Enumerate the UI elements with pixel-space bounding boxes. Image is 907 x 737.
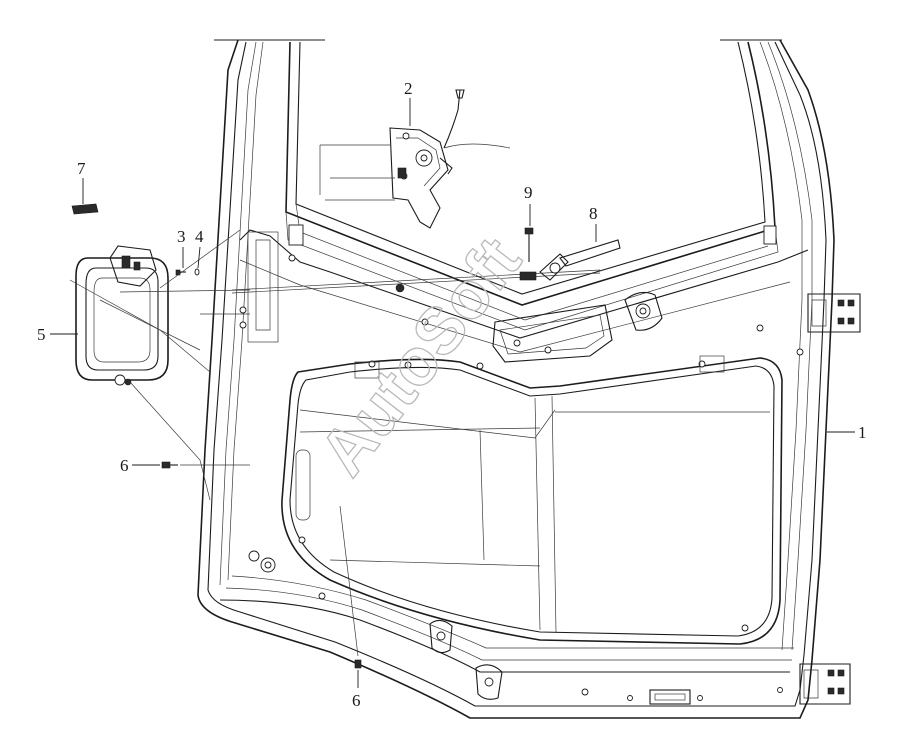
door-lock-assembly	[389, 89, 511, 229]
callout-7: 7	[77, 159, 86, 178]
upper-hinge	[807, 293, 861, 333]
callout-5: 5	[37, 325, 46, 344]
screw-9	[524, 227, 534, 262]
callout-6-left: 6	[120, 456, 129, 475]
callout-1: 1	[858, 423, 867, 442]
window-crank-handle	[519, 239, 621, 281]
bolt-6-bottom	[354, 659, 362, 669]
callout-9: 9	[524, 183, 533, 202]
callout-4: 4	[195, 227, 204, 246]
bolt-6-left	[161, 461, 178, 469]
leader-lines	[50, 98, 855, 688]
callout-8: 8	[589, 204, 598, 223]
outside-handle-bezel	[75, 245, 169, 386]
lower-hinge	[799, 663, 851, 705]
key-cylinder-cap	[71, 203, 99, 215]
assembly-lines	[69, 144, 395, 657]
remote-rod	[231, 269, 601, 291]
door-panel	[197, 39, 835, 719]
callout-2: 2	[404, 79, 413, 98]
washer-4	[194, 268, 200, 276]
callout-3: 3	[177, 227, 186, 246]
callout-6-bottom: 6	[352, 691, 361, 710]
